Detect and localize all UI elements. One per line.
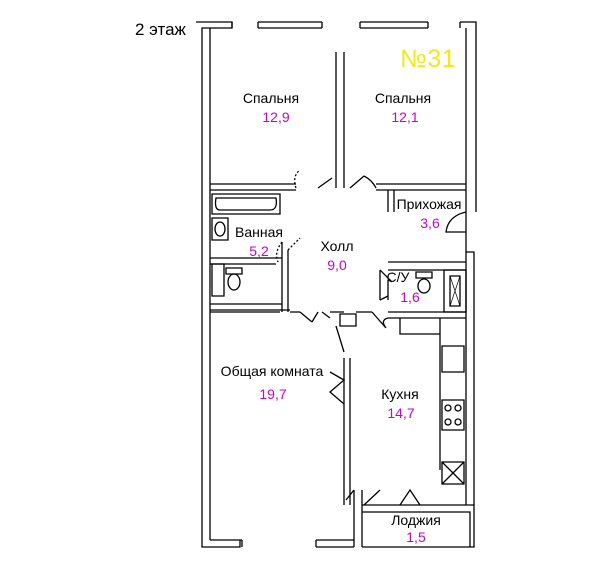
door-swing	[363, 488, 421, 506]
room-name-bedroom-2: Спальня	[374, 90, 432, 106]
burner	[454, 404, 462, 412]
burner	[444, 418, 452, 426]
interior-wall	[388, 311, 466, 319]
outer-wall	[258, 21, 322, 29]
fridge	[441, 461, 465, 485]
room-name-hall: Холл	[320, 238, 354, 254]
room-name-wc: С/У	[386, 269, 410, 285]
shaft	[449, 275, 461, 307]
outer-wall	[210, 539, 354, 548]
door-swing	[445, 211, 467, 233]
window	[241, 540, 317, 547]
room-name-living-room: Общая комната	[220, 363, 324, 379]
room-area-bedroom-1: 12,9	[262, 109, 290, 125]
interior-wall	[376, 183, 466, 191]
toilet	[227, 273, 241, 291]
interior-wall	[343, 358, 351, 505]
apartment-number: №31	[400, 45, 457, 73]
room-area-bathroom: 5,2	[249, 243, 269, 259]
door-swing	[379, 269, 393, 301]
kitchen-counter	[399, 318, 441, 470]
outer-wall	[353, 490, 363, 547]
room-name-bathroom: Ванная	[235, 224, 283, 240]
burner	[444, 404, 452, 412]
door-swing	[294, 169, 301, 189]
loggia-wall	[362, 504, 475, 548]
room-area-bedroom-2: 12,1	[391, 109, 419, 125]
toilet	[415, 271, 433, 279]
room-area-kitchen: 14,7	[387, 405, 415, 421]
floor-label: 2 этаж	[135, 20, 186, 39]
outer-wall	[465, 251, 475, 505]
door-swing	[335, 311, 389, 353]
bathtub	[214, 197, 278, 211]
door-swing	[276, 237, 301, 263]
toilet	[417, 278, 431, 294]
interior-wall	[335, 52, 345, 188]
room-area-hall: 9,0	[327, 257, 347, 273]
interior-wall	[281, 242, 289, 312]
door-swing	[299, 311, 331, 323]
kitchen-sink	[441, 399, 465, 431]
toilet	[225, 267, 243, 275]
interior-wall	[339, 313, 357, 327]
room-name-kitchen: Кухня	[381, 386, 419, 402]
washer	[211, 263, 225, 297]
door-swing	[349, 175, 377, 189]
room-area-hallway: 3,6	[420, 215, 440, 231]
interior-wall	[210, 303, 290, 311]
door-swing	[329, 371, 346, 405]
window	[231, 22, 461, 28]
sink	[211, 217, 229, 241]
door-swing	[317, 177, 333, 189]
room-area-living-room: 19,7	[259, 386, 287, 402]
door-swing	[345, 489, 355, 501]
interior-wall	[387, 190, 395, 212]
room-area-wc: 1,6	[400, 289, 420, 305]
sink	[214, 221, 226, 237]
outer-wall	[460, 21, 477, 212]
stove	[441, 345, 465, 373]
room-name-loggia: Лоджия	[391, 512, 441, 528]
interior-wall	[210, 257, 282, 265]
bathtub	[211, 193, 281, 215]
room-area-loggia: 1,5	[406, 529, 426, 545]
loggia-wall	[362, 511, 471, 547]
room-name-bedroom-1: Спальня	[242, 90, 300, 106]
interior-wall	[210, 183, 296, 191]
burner	[454, 418, 462, 426]
room-name-hallway: Прихожая	[396, 196, 462, 212]
outer-wall	[360, 21, 428, 29]
outer-wall	[196, 21, 241, 548]
